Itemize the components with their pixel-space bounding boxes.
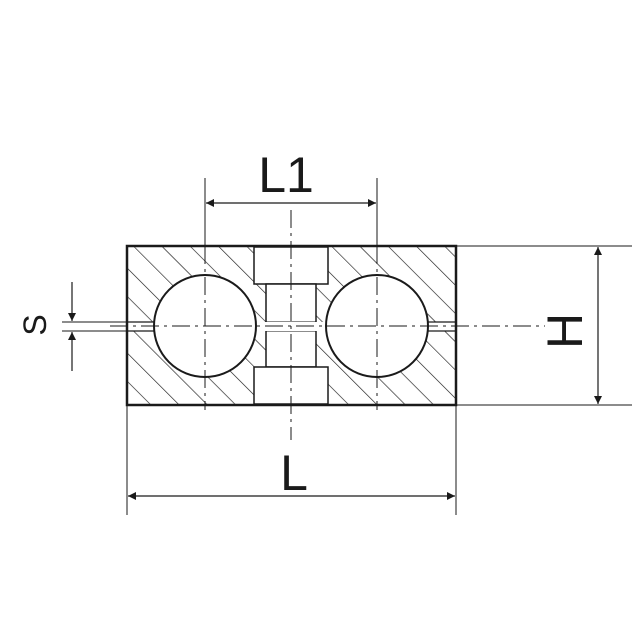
label-l: L	[280, 445, 308, 501]
label-l1: L1	[258, 147, 314, 203]
label-s: S	[17, 314, 53, 335]
center-lines	[110, 210, 545, 440]
label-h: H	[537, 313, 593, 349]
dimension-lines	[68, 199, 602, 500]
extension-lines	[62, 178, 632, 515]
